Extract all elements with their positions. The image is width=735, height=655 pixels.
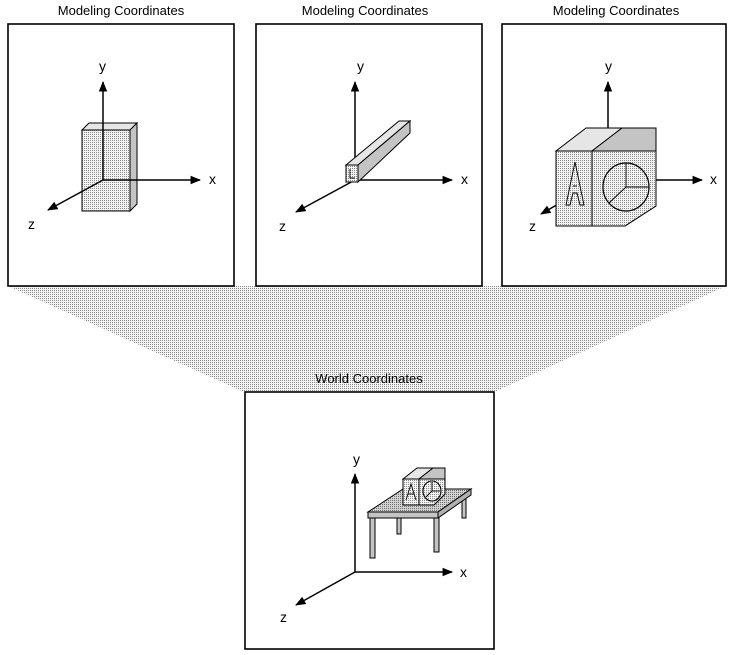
panel-modeling-3: Modeling Coordinates y x z (501, 3, 727, 287)
small-letter-cube (401, 467, 446, 506)
transform-funnel (8, 286, 726, 392)
x-axis-label: x (209, 171, 216, 187)
panel-caption: Modeling Coordinates (302, 3, 429, 18)
slab-object (80, 121, 139, 213)
z-axis-label: z (28, 216, 35, 232)
beam-object (344, 119, 412, 184)
z-axis-arrow (295, 571, 356, 606)
z-axis-arrow (295, 179, 356, 213)
z-axis-label: z (280, 609, 287, 625)
panel-caption: World Coordinates (315, 371, 423, 386)
y-axis-label: y (99, 58, 106, 74)
y-axis-label: y (605, 58, 612, 74)
panel-caption: Modeling Coordinates (553, 3, 680, 18)
letter-cube-object (554, 127, 657, 227)
panel-modeling-1: Modeling Coordinates y x z (7, 3, 235, 287)
panel-modeling-2: Modeling Coordinates y x z (255, 3, 483, 287)
x-axis-label: x (461, 171, 468, 187)
x-axis-label: x (460, 564, 467, 580)
y-axis-label: y (357, 58, 364, 74)
y-axis-label: y (353, 451, 360, 467)
x-axis-label: x (710, 171, 717, 187)
panel-caption: Modeling Coordinates (58, 3, 185, 18)
z-axis-label: z (279, 218, 286, 234)
z-axis-label: z (529, 218, 536, 234)
panel-world: World Coordinates (244, 371, 495, 650)
z-axis-arrow (47, 179, 104, 211)
